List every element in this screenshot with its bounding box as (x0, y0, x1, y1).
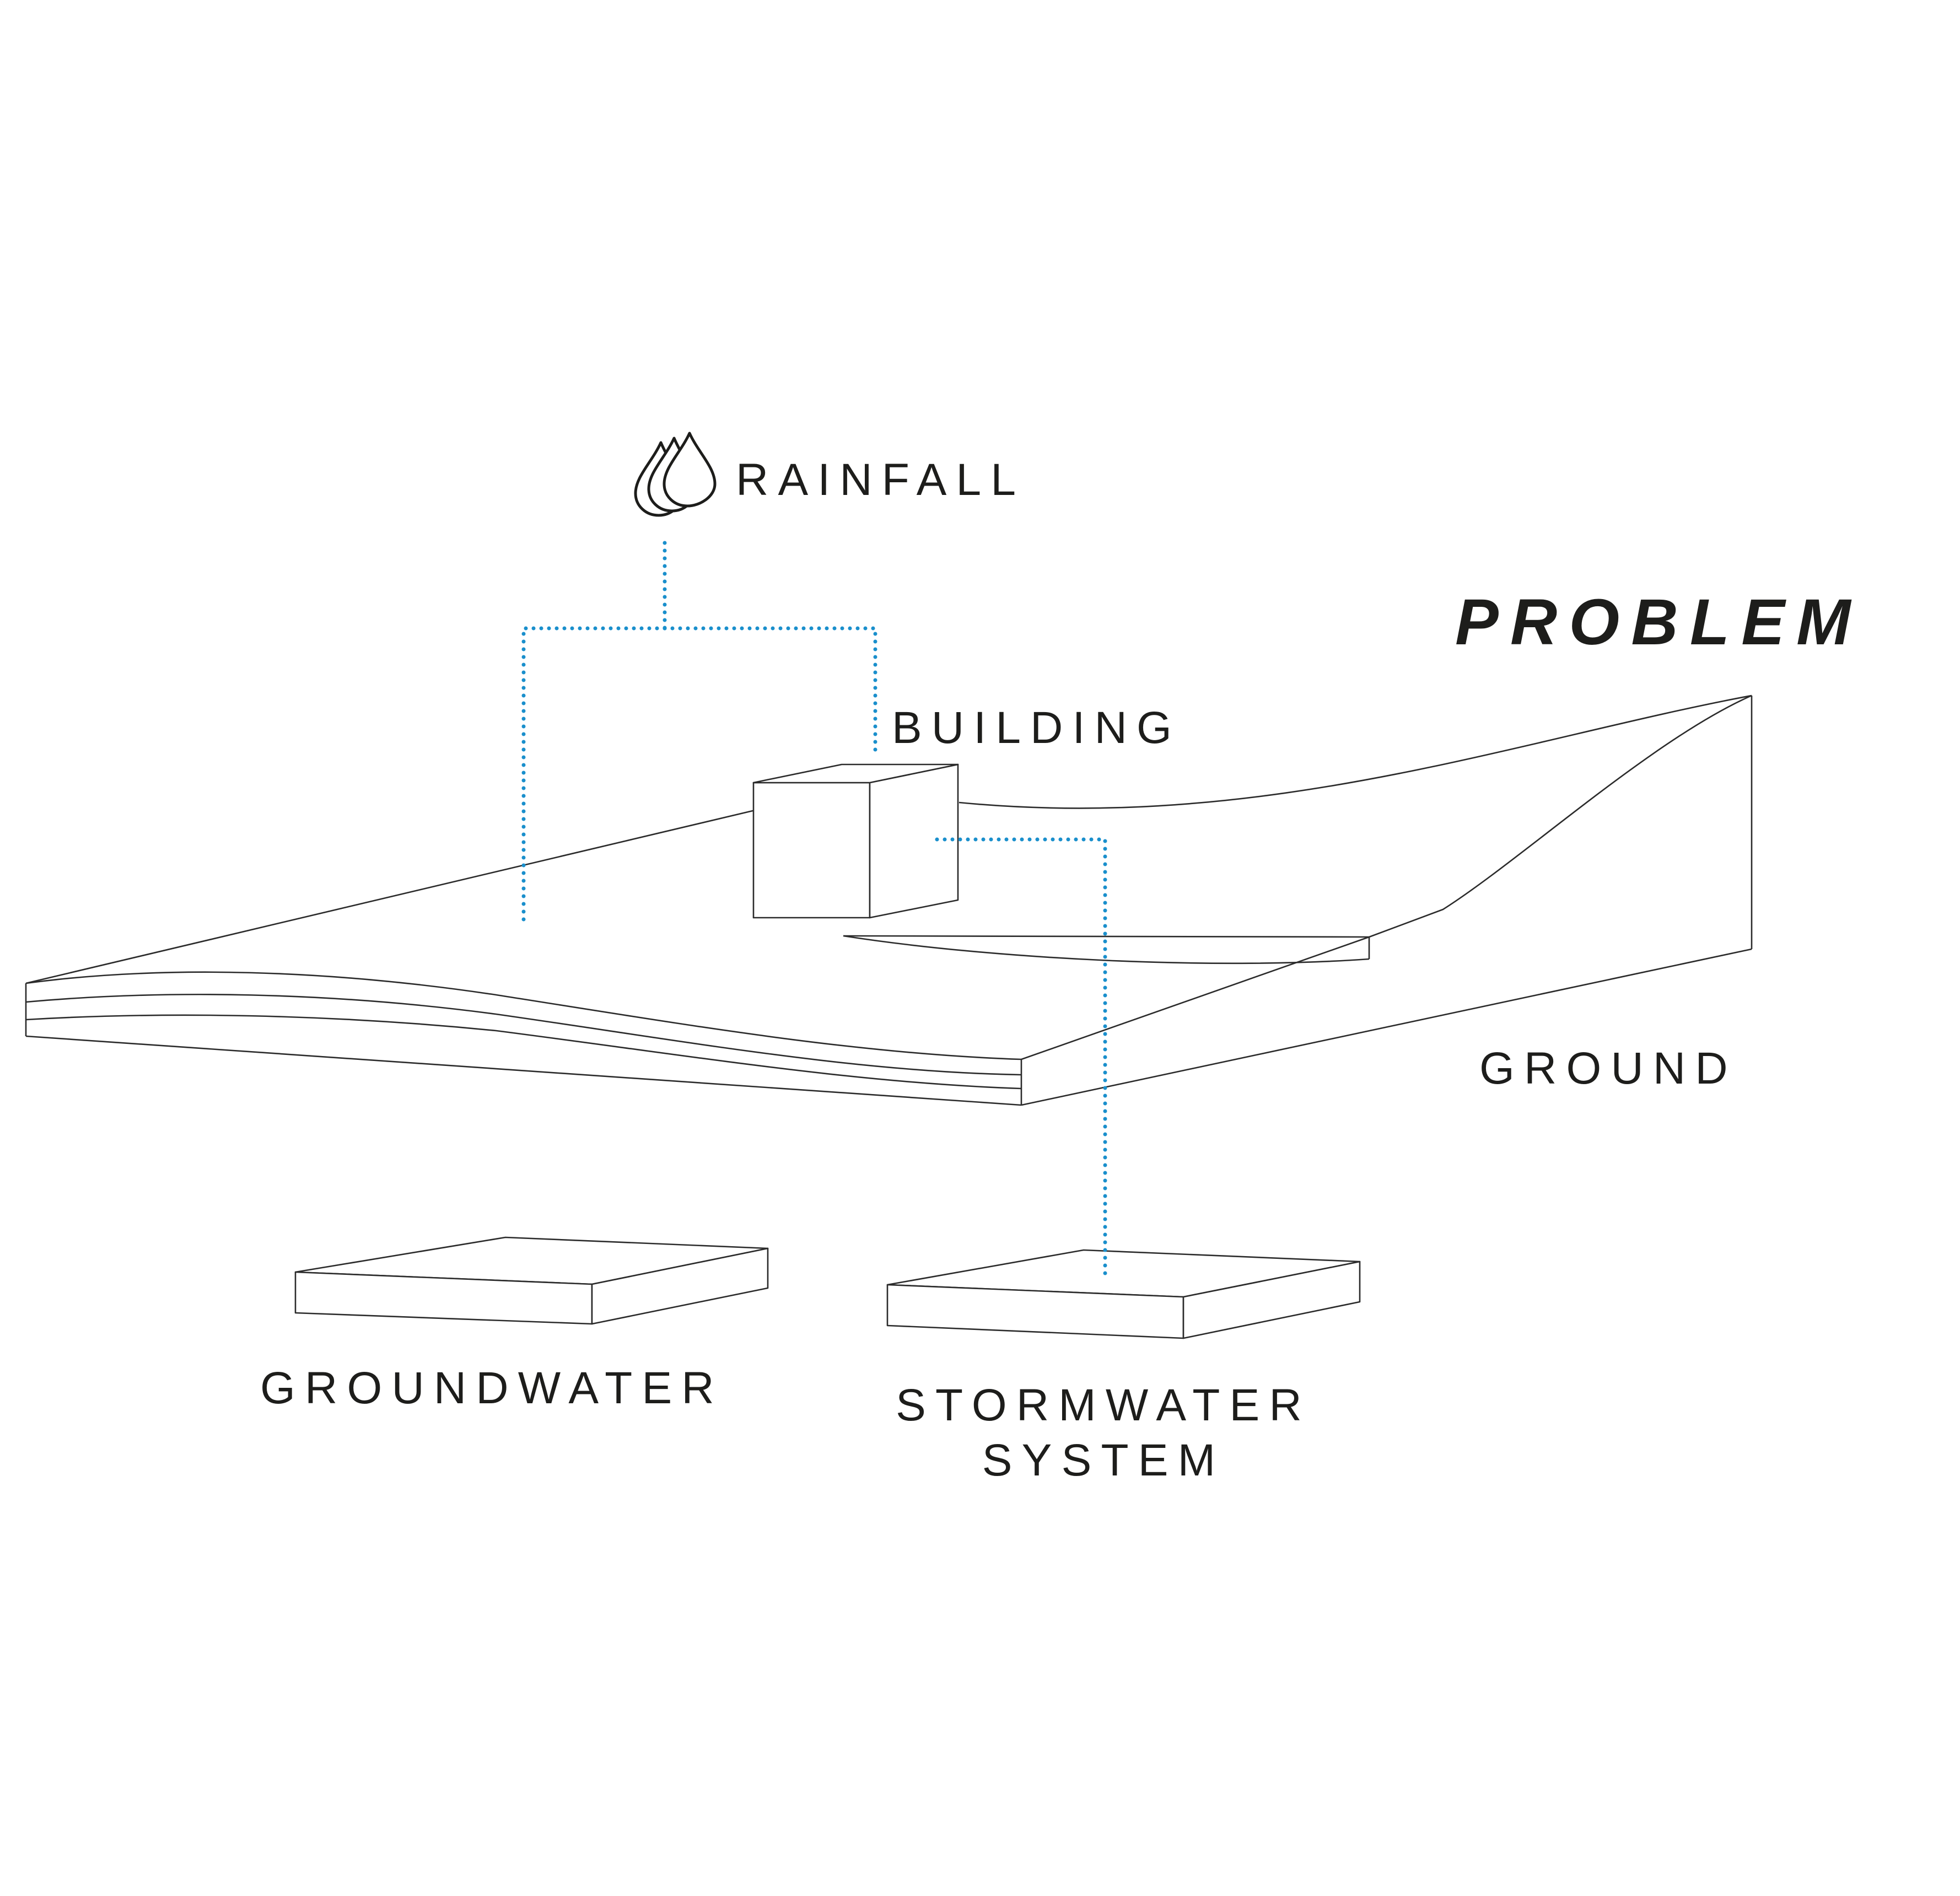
stormwater-label-line1: STORMWATER (896, 1380, 1311, 1430)
ground-hill-face (1369, 694, 1752, 938)
ground-top-edge (25, 809, 756, 984)
flow-building-to-stormwater (935, 837, 1107, 1276)
flow-lines (521, 541, 1107, 1276)
ground-front-right-edge (1021, 948, 1752, 1106)
ground-channel-curve (843, 935, 1370, 965)
building-top-face (752, 763, 959, 784)
building-front-face (752, 782, 871, 919)
stormwater-label-line2: SYSTEM (982, 1435, 1225, 1486)
ground-top-front-edge (1021, 936, 1370, 1060)
groundwater-slab (294, 1236, 769, 1325)
groundwater-label: GROUNDWATER (260, 1363, 724, 1413)
ground-stratum-1 (25, 971, 1022, 1060)
ground-channel-top (843, 935, 1370, 938)
building-label: BUILDING (892, 703, 1182, 753)
flow-rainfall-to-building (663, 626, 877, 757)
building-cube (752, 763, 959, 919)
ground-base-edge (25, 1035, 1022, 1106)
diagram-title: PROBLEM (1455, 586, 1862, 659)
ground-hill-ridge (959, 694, 1752, 809)
stormwater-side-face (1182, 1261, 1361, 1339)
stormwater-label: STORMWATER SYSTEM (894, 1378, 1313, 1488)
ground-stratum-2 (25, 993, 1022, 1076)
rain-drops-icon (634, 432, 717, 517)
ground-label: GROUND (1479, 1043, 1737, 1094)
ground-terrain (25, 694, 1753, 1106)
groundwater-side-face (591, 1247, 769, 1325)
flow-rainfall-to-ground (521, 626, 667, 925)
ground-stratum-3 (25, 1014, 1022, 1090)
stormwater-slab (886, 1249, 1361, 1339)
rainfall-label: RAINFALL (736, 455, 1026, 505)
